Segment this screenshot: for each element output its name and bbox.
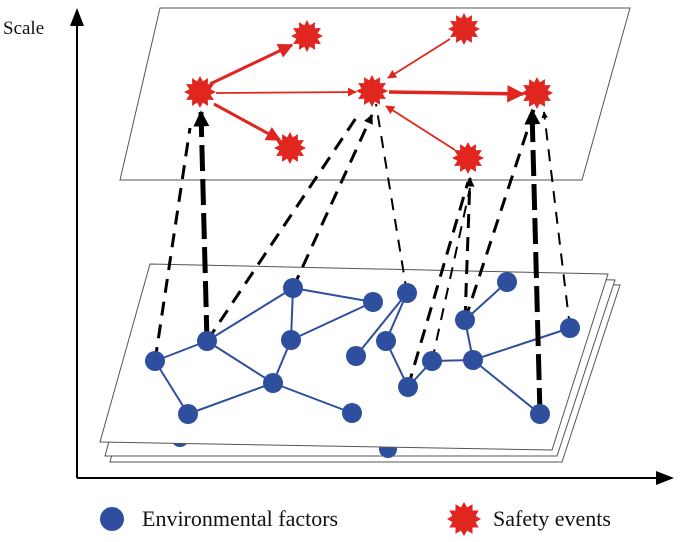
environment-node — [463, 350, 483, 370]
environment-node — [178, 404, 198, 424]
legend-safety-icon — [447, 502, 481, 536]
environment-node — [145, 351, 165, 371]
environment-node — [263, 373, 283, 393]
environment-node — [398, 377, 418, 397]
network-edge — [355, 292, 408, 357]
y-axis-arrow-icon — [70, 8, 84, 26]
safety-arrow — [387, 38, 451, 79]
safety-arrow — [209, 43, 294, 86]
mapping-line — [193, 110, 210, 342]
safety-event-node — [274, 132, 306, 164]
mapping-line — [153, 127, 192, 362]
mapping-line — [406, 181, 470, 388]
environment-node — [497, 272, 517, 292]
safety-arrow — [385, 105, 456, 151]
safety-arrows — [209, 38, 525, 151]
network-edge — [187, 382, 274, 415]
legend-environmental-icon — [100, 507, 124, 531]
safety-event-star-icon — [447, 502, 481, 536]
environment-node — [376, 331, 396, 351]
safety-arrow — [213, 102, 282, 142]
network-edge — [206, 340, 274, 384]
safety-event-node — [184, 76, 216, 108]
environment-node — [422, 351, 442, 371]
legend-safety-label: Safety events — [493, 506, 611, 531]
network-edge — [472, 359, 541, 415]
network-edge — [290, 301, 374, 341]
environment-node — [560, 318, 580, 338]
environment-node — [346, 346, 366, 366]
safety-event-node — [356, 75, 388, 107]
mapping-line — [541, 111, 571, 329]
legend — [100, 502, 481, 536]
y-axis-label: Scale — [3, 18, 45, 39]
network-edge — [154, 360, 189, 415]
environment-node — [397, 283, 417, 303]
network-edge — [292, 287, 374, 303]
environment-node — [363, 292, 383, 312]
mapping-line — [524, 108, 543, 415]
environment-nodes — [145, 272, 580, 424]
safety-event-node — [521, 77, 553, 109]
environment-node — [342, 403, 362, 423]
mapping-line — [463, 177, 475, 321]
x-axis-arrow-icon — [656, 471, 674, 485]
mapping-lines — [153, 103, 571, 415]
network-edge — [472, 327, 571, 361]
environment-node — [197, 331, 217, 351]
safety-event-node — [452, 142, 484, 174]
mapping-line — [463, 103, 538, 321]
safety-event-node — [448, 13, 480, 45]
safety-event-node — [291, 20, 323, 52]
environment-node — [530, 404, 550, 424]
environment-node — [281, 330, 301, 350]
mapping-line — [291, 114, 374, 289]
mapping-line — [431, 187, 471, 362]
network-edge — [272, 382, 353, 414]
legend-environmental-label: Environmental factors — [142, 506, 339, 531]
safety-arrow — [215, 87, 357, 97]
safety-event-nodes — [184, 13, 553, 174]
environment-node — [455, 310, 475, 330]
mapping-line — [375, 103, 408, 294]
environment-node — [283, 278, 303, 298]
network-edge — [206, 287, 294, 342]
axes — [70, 8, 674, 485]
safety-arrow — [388, 85, 525, 103]
